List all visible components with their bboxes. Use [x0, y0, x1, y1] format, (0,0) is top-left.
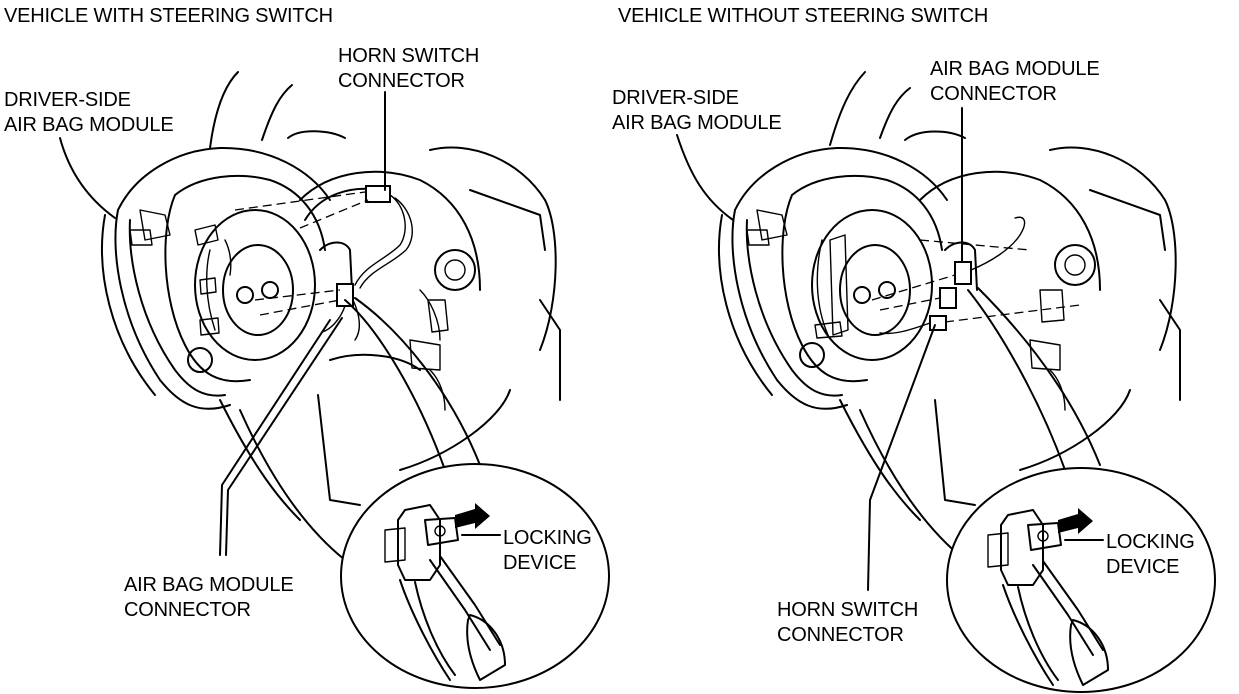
- right-zoom-callout: [946, 467, 1216, 693]
- left-airbag-connector-label-line1: AIR BAG MODULE: [124, 574, 294, 596]
- right-module-label-line1: DRIVER-SIDE: [612, 87, 739, 109]
- right-horn-label-line1: HORN SWITCH: [777, 599, 919, 621]
- left-module-label-line1: DRIVER-SIDE: [4, 89, 131, 111]
- left-leader-lines: [59, 91, 481, 556]
- right-airbag-connector-label-line1: AIR BAG MODULE: [930, 58, 1100, 80]
- left-horn-label-line2: CONNECTOR: [338, 70, 465, 92]
- right-locking-label-line2: DEVICE: [1106, 556, 1180, 578]
- left-zoom-callout: [340, 463, 610, 689]
- left-locking-label-line2: DEVICE: [503, 552, 577, 574]
- right-horn-label-line2: CONNECTOR: [777, 624, 904, 646]
- right-leader-lines: [676, 107, 1101, 591]
- right-airbag-connector-label-line2: CONNECTOR: [930, 83, 1057, 105]
- left-panel-heading: VEHICLE WITH STEERING SWITCH: [4, 5, 333, 27]
- left-horn-label-line1: HORN SWITCH: [338, 45, 480, 67]
- right-illustration: [718, 71, 1181, 561]
- left-illustration: [101, 71, 561, 561]
- right-locking-label-line1: LOCKING: [1106, 531, 1195, 553]
- left-locking-label-line1: LOCKING: [503, 527, 592, 549]
- left-module-label-line2: AIR BAG MODULE: [4, 114, 174, 136]
- right-module-label-line2: AIR BAG MODULE: [612, 112, 782, 134]
- left-airbag-connector-label-line2: CONNECTOR: [124, 599, 251, 621]
- right-panel-heading: VEHICLE WITHOUT STEERING SWITCH: [618, 5, 989, 27]
